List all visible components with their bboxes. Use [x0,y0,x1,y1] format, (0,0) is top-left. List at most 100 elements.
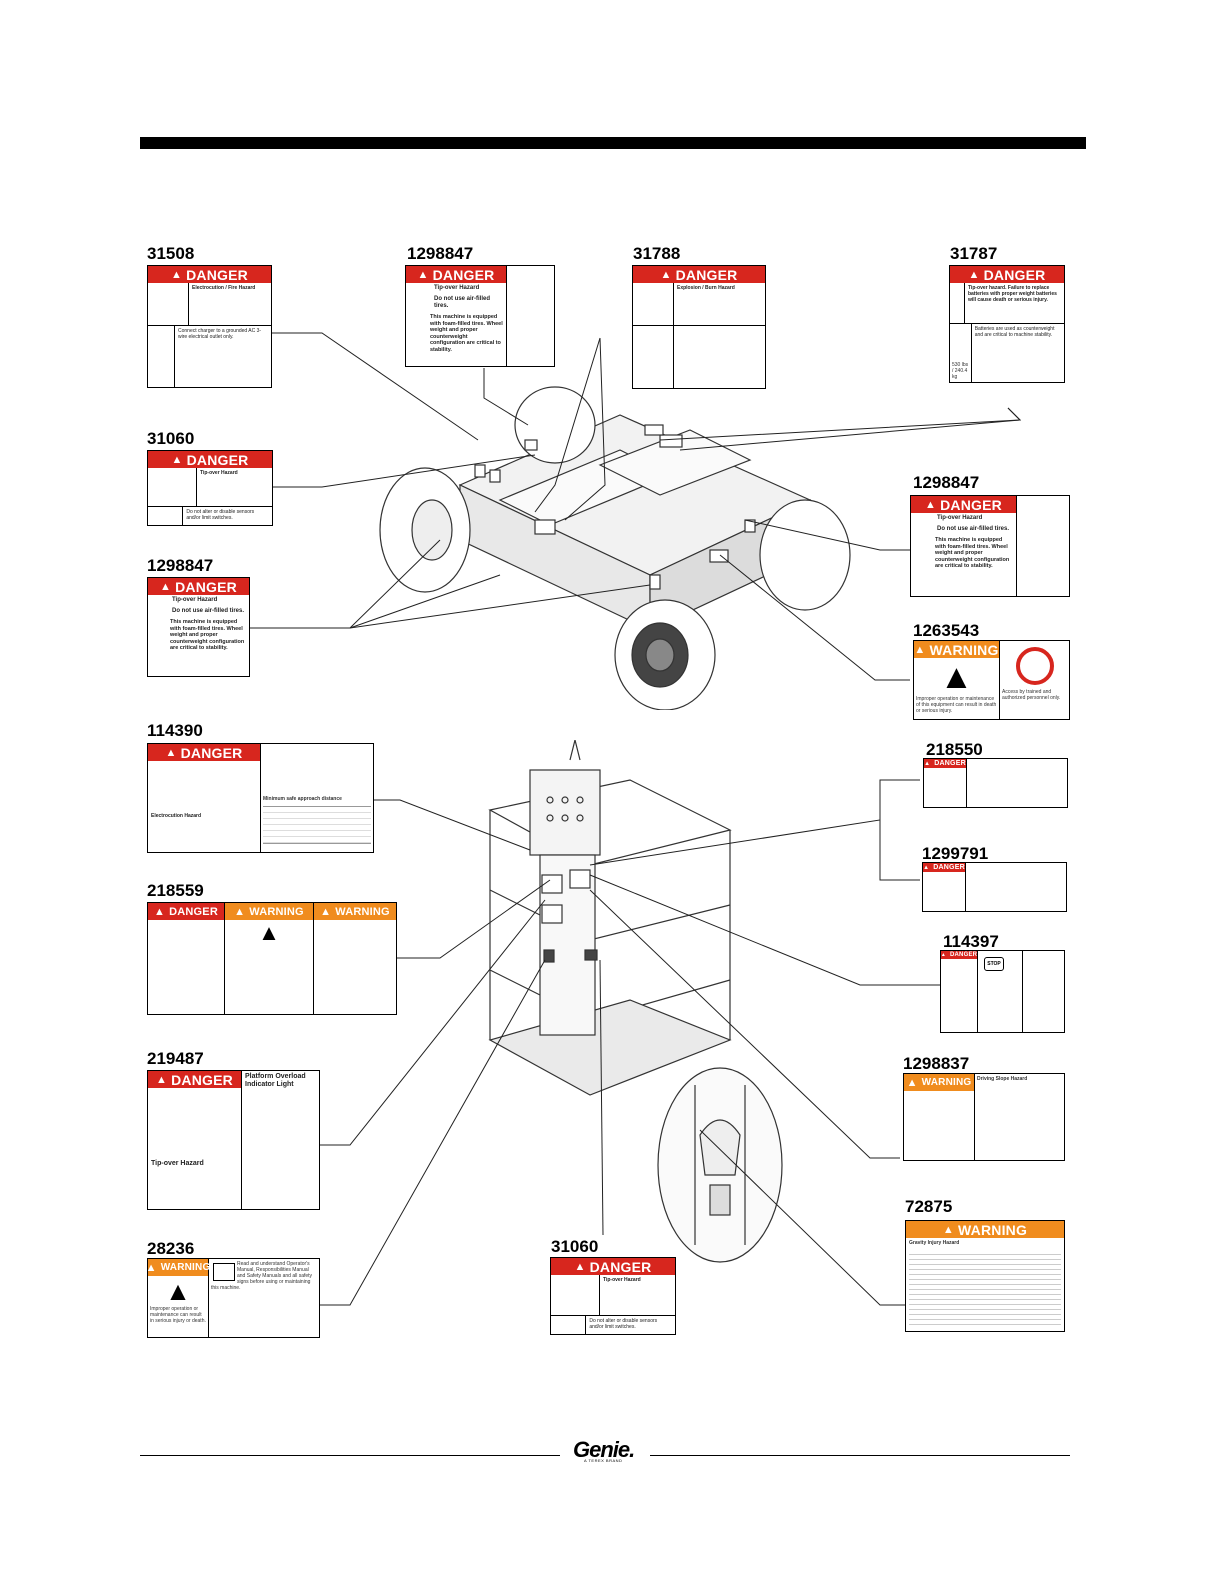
decal-text: Access by trained and authorized personn… [1002,689,1061,701]
genie-logo-sub: A TEREX BRAND [584,1458,623,1463]
table-title: Minimum safe approach distance [263,796,342,802]
decal-1298837: ▲WARNING Driving Slope Hazard [903,1073,1065,1161]
platform-drawing [488,740,732,1096]
warning-triangle-icon: ▲ [939,658,974,696]
danger-header: ▲DANGER [148,744,260,761]
danger-header: ▲DANGER [551,1258,675,1275]
danger-header: ▲DANGER [148,266,271,283]
decal-text: Do not alter or disable sensors and/or l… [186,509,255,521]
slope-icon [904,1091,974,1131]
decal-title: Tip-over Hazard [434,285,480,291]
decal-text: Do not use air-filled tires. [937,526,1010,532]
danger-header: ▲DANGER [923,863,965,872]
decal-text: Connect charger to a grounded AC 3-wire … [177,328,262,340]
decal-text [967,759,1067,807]
danger-header: ▲DANGER [406,266,506,283]
decal-219487: ▲DANGER Tip-over Hazard Platform Overloa… [147,1070,320,1210]
decal-title: Tip-over Hazard [172,597,218,603]
decal-title: Platform Overload Indicator Light [245,1073,306,1088]
manual-icon [213,1263,235,1281]
danger-header: ▲DANGER [148,578,249,595]
decal-1298847-left: ▲DANGER Tip-over Hazard Do not use air-f… [147,577,250,677]
tip-over-icon [551,1275,600,1315]
overload-icon [148,1088,241,1158]
danger-header: ▲DANGER [148,903,224,920]
decal-text [966,863,1066,911]
part-number-218559: 218559 [147,881,204,900]
decal-114397: ▲DANGER STOP [940,950,1065,1033]
decal-text: Tip-over hazard. Failure to replace batt… [967,285,1057,303]
decal-text [674,326,680,388]
decal-text: Batteries are used as counterweight and … [974,326,1055,338]
part-number-219487: 219487 [147,1049,204,1068]
electrocution-icon [148,761,260,811]
decal-1298847-top: ▲DANGER Tip-over Hazard Do not use air-f… [405,265,555,367]
decal-text: Electrocution / Fire Hazard [192,285,256,291]
tire-spec-text [1017,496,1069,596]
warning-header: ▲WARNING [914,641,999,658]
danger-header: ▲DANGER [940,951,978,959]
decal-text: Explosion / Burn Hazard [677,285,735,291]
decal-text: Improper operation or maintenance can re… [150,1306,206,1324]
battery-icon: 530 lbs / 240.4 kg [950,324,972,382]
part-number-114397: 114397 [943,932,999,951]
decal-title: Gravity Injury Hazard [909,1240,960,1246]
part-number-31060-left: 31060 [147,429,195,448]
distance-table [263,806,371,844]
decal-114390: ▲DANGER Electrocution Hazard Minimum saf… [147,743,374,853]
warning-triangle-icon: ▲ [165,1276,191,1306]
decal-title: Tip-over Hazard [151,1160,204,1167]
part-number-72875: 72875 [905,1197,953,1216]
header-rule [140,137,1086,149]
footer-rule-left [140,1455,560,1456]
decal-31060-bottom: ▲DANGER Tip-over Hazard Do not alter or … [550,1257,676,1335]
part-number-31787: 31787 [950,244,998,263]
manual-icon [148,507,184,525]
danger-header: ▲DANGER [924,759,966,768]
warning-header: ▲WARNING [148,1259,210,1276]
no-flame-icon [633,326,674,388]
part-number-1298837: 1298837 [903,1054,970,1073]
danger-header: ▲DANGER [148,1071,241,1088]
decal-title: Tip-over Hazard [200,470,238,476]
tip-over-icon [148,468,197,506]
warning-header: ▲WARNING [314,903,396,920]
decal-text: Improper operation or maintenance of thi… [916,696,997,714]
decal-31787: ▲DANGER Tip-over hazard. Failure to repl… [949,265,1065,383]
decal-text: This machine is equipped with foam-fille… [430,314,503,353]
decal-text: Do not use air-filled tires. [172,608,245,614]
warning-triangle-icon: ▲ [258,920,280,945]
decal-31508: ▲DANGER Electrocution / Fire Hazard Conn… [147,265,272,388]
part-number-1298847-left: 1298847 [147,556,214,575]
decal-72875: ▲WARNING Gravity Injury Hazard [905,1220,1065,1332]
electrocution-icon [148,283,189,325]
decal-text: Electrocution Hazard [151,813,202,819]
part-number-1263543: 1263543 [913,621,980,640]
manual-icon [551,1316,587,1334]
decal-28236: ▲WARNING ▲ Improper operation or mainten… [147,1258,320,1338]
part-number-31060-bottom: 31060 [551,1237,599,1256]
decal-text: This machine is equipped with foam-fille… [170,619,245,651]
danger-header: ▲DANGER [950,266,1064,283]
warning-header: ▲WARNING [225,903,313,920]
decal-text: Read and understand Operator's Manual, R… [211,1261,313,1291]
footer-rule-right [650,1455,1070,1456]
warning-header: ▲WARNING [904,1074,974,1091]
part-number-1298847-top: 1298847 [407,244,474,263]
decal-text: Do not use air-filled tires. [434,296,491,309]
part-number-218550: 218550 [926,740,983,759]
decal-31788: ▲DANGER Explosion / Burn Hazard [632,265,766,389]
decal-1299791: ▲DANGER [922,862,1067,912]
part-number-28236: 28236 [147,1239,195,1258]
part-number-114390: 114390 [147,721,203,740]
decal-31060-left: ▲DANGER Tip-over Hazard Do not alter or … [147,450,273,526]
genie-logo: Genie. [573,1437,635,1462]
decal-text: This machine is equipped with foam-fille… [935,537,1010,569]
danger-header: ▲DANGER [911,496,1016,513]
outlet-icon [148,326,175,387]
decal-1263543: ▲WARNING ▲ Improper operation or mainten… [913,640,1070,720]
part-number-1298847-right: 1298847 [913,473,980,492]
decal-title: Tip-over Hazard [603,1277,641,1283]
part-number-31788: 31788 [633,244,681,263]
decal-title: Driving Slope Hazard [977,1076,1028,1082]
